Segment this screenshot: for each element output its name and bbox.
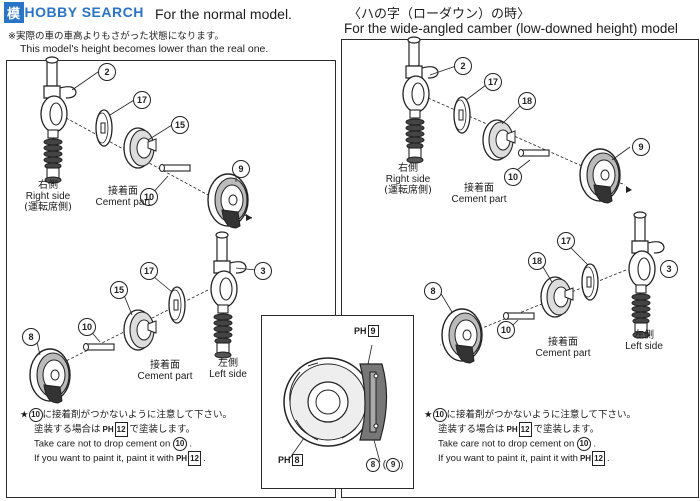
left-side-en: Left side [209, 369, 247, 380]
callout-part-3: 3 [254, 262, 272, 280]
cement-en: Cement part [137, 371, 193, 382]
ph-prefix: PH [579, 454, 592, 463]
ph-color-number: 12 [592, 451, 605, 466]
left-panel-subtitle-en: This model's height becomes lower than t… [20, 43, 269, 55]
note-line2-jp-a: 塗装する場合は [438, 424, 505, 436]
detail-part-8: 8 [366, 458, 380, 472]
callout-part-17: 17 [133, 91, 151, 109]
note-line2-jp-b: で塗装します。 [533, 424, 600, 436]
callout-part-2: 2 [454, 57, 472, 75]
callout-part-3: 3 [660, 260, 678, 278]
note-part-10: 10 [432, 408, 447, 422]
normal-model-panel [6, 60, 336, 498]
note-line1-jp: に接着剤がつかないように注意して下さい。 [42, 409, 233, 421]
callout-part-18: 18 [528, 252, 546, 270]
left-side-en: Left side [625, 341, 663, 352]
callout-part-8: 8 [424, 282, 442, 300]
right-side-label: 右側 Right side (運転席側) [380, 163, 436, 196]
cement-part-label: 接着面 Cement part [528, 337, 598, 359]
note-line1-jp: に接着剤がつかないように注意して下さい。 [446, 409, 637, 421]
cement-jp: 接着面 [150, 360, 180, 371]
callout-part-10: 10 [497, 321, 515, 339]
callout-part-17: 17 [140, 262, 158, 280]
cement-part-label: 接着面 Cement part [444, 183, 514, 205]
cement-part-label: 接着面 Cement part [130, 360, 200, 382]
right-side-jp: 右側 [398, 163, 418, 174]
ph-color-number: 12 [518, 422, 532, 437]
left-panel-subtitle-jp: ※実際の車の車高よりもさがった状態になります。 [8, 31, 224, 42]
right-side-en: Right side [385, 174, 431, 185]
callout-part-10: 10 [504, 168, 522, 186]
right-panel-title-jp: 〈ハの字（ローダウン）の時〉 [348, 7, 531, 22]
callout-part-15: 15 [171, 116, 189, 134]
drivers-side-jp: (運転席側) [24, 202, 72, 213]
cement-part-label: 接着面 Cement part [88, 186, 158, 208]
left-side-label: 左側 Left side [616, 330, 672, 352]
watermark-logo: 模 HOBBY SEARCH [4, 1, 144, 23]
note-part-10: 10 [28, 408, 43, 422]
right-panel-title-en: For the wide-angled camber (low-downed h… [344, 21, 678, 36]
right-side-en: Right side [25, 191, 71, 202]
callout-part-17: 17 [557, 232, 575, 250]
note-line3-en: Take care not to drop cement on [34, 438, 171, 450]
low-down-model-panel [341, 39, 699, 498]
callout-part-8: 8 [22, 328, 40, 346]
note-part-10: 10 [172, 437, 187, 451]
cement-jp: 接着面 [108, 186, 138, 197]
cement-en: Cement part [535, 348, 591, 359]
callout-part-10: 10 [140, 188, 158, 206]
callout-part-9: 9 [232, 160, 250, 178]
right-side-label: 右側 Right side (運転席側) [20, 180, 76, 213]
callout-part-18: 18 [518, 92, 536, 110]
callout-part-17: 17 [484, 73, 502, 91]
left-side-jp: 左側 [218, 358, 238, 369]
callout-part-10: 10 [78, 318, 96, 336]
ph-prefix: PH [354, 326, 367, 336]
note-line2-jp-b: で塗装します。 [129, 424, 196, 436]
callout-part-9: 9 [632, 138, 650, 156]
ph-number: 8 [291, 454, 303, 466]
watermark-text: HOBBY SEARCH [24, 4, 144, 20]
ph-prefix: PH [175, 454, 188, 463]
drivers-side-jp: (運転席側) [384, 185, 432, 196]
left-side-label: 左側 Left side [200, 358, 256, 380]
watermark-box: 模 [4, 1, 24, 23]
ph-color-number: 12 [188, 451, 201, 466]
note-line2-jp-a: 塗装する場合は [34, 424, 101, 436]
note-line4-en: If you want to paint it, paint it with [438, 453, 578, 465]
ph-prefix: PH [102, 425, 114, 434]
ph-prefix: PH [278, 455, 291, 465]
cement-en: Cement part [95, 197, 151, 208]
note-part-10: 10 [576, 437, 591, 451]
right-side-jp: 右側 [38, 180, 58, 191]
callout-part-2: 2 [98, 63, 116, 81]
left-panel-title: For the normal model. [155, 6, 292, 22]
detail-part-9: 9 [386, 458, 401, 472]
ph-number: 9 [367, 325, 379, 337]
note-line3-en: Take care not to drop cement on [438, 438, 575, 450]
brake-disc-detail [283, 344, 388, 463]
callout-part-15: 15 [110, 281, 128, 299]
cement-en: Cement part [451, 194, 507, 205]
detail-parts-callout: 8 (9) [366, 458, 403, 472]
left-side-jp: 左側 [634, 330, 654, 341]
ph-color-number: 12 [114, 422, 128, 437]
cement-jp: 接着面 [548, 337, 578, 348]
ph-prefix: PH [506, 425, 518, 434]
cement-jp: 接着面 [464, 183, 494, 194]
note-line4-en: If you want to paint it, paint it with [34, 453, 174, 465]
